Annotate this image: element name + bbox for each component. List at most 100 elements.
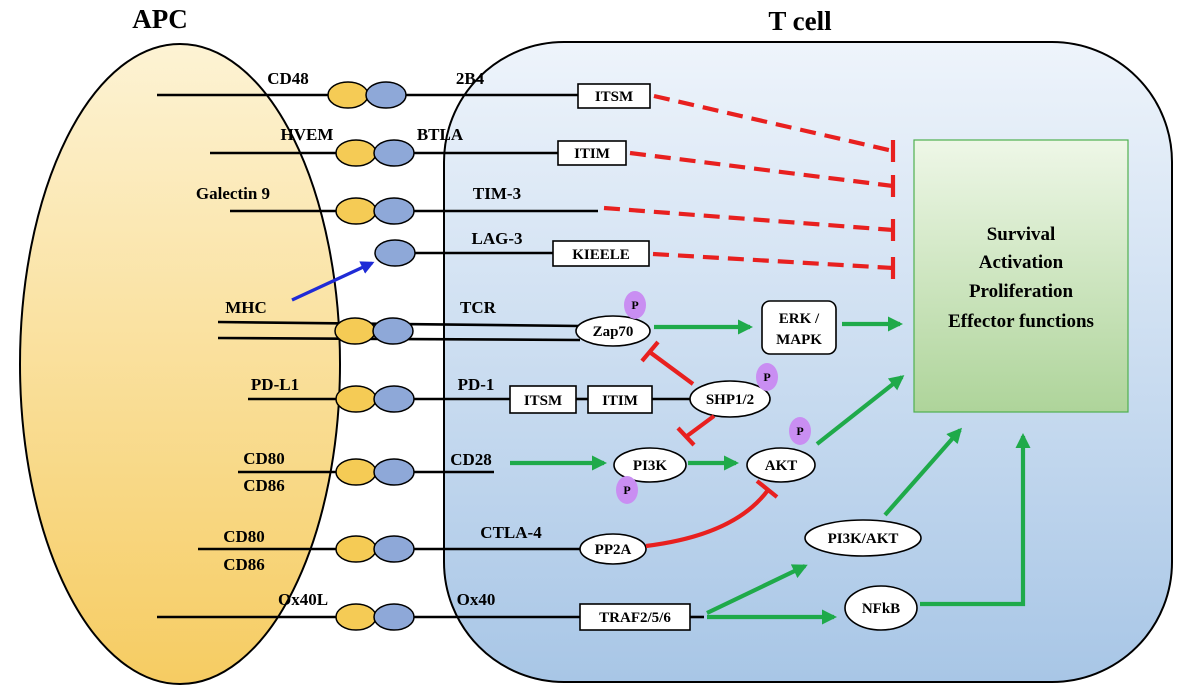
ctla4-receptor bbox=[373, 535, 415, 563]
itim-pd1-label: ITIM bbox=[602, 393, 638, 409]
inhibitory-solid bbox=[640, 340, 779, 549]
binding-pairs bbox=[327, 81, 416, 631]
nfkb-to-outcome bbox=[920, 432, 1031, 607]
itsm-pd1-label: ITSM bbox=[524, 393, 562, 409]
akt-node bbox=[746, 447, 816, 483]
pi3k-akt-label: PI3K/AKT bbox=[828, 531, 899, 547]
inhibitory-dashed bbox=[603, 93, 896, 279]
label-cd48: CD48 bbox=[267, 69, 309, 88]
shp-inhibits-zap70 bbox=[649, 351, 695, 386]
erk-label-line2: MAPK bbox=[776, 332, 822, 348]
outcome-effector: Effector functions bbox=[948, 311, 1094, 332]
inhibit-2b4 bbox=[653, 93, 894, 154]
phospho-pi3k-label: P bbox=[623, 483, 630, 497]
pdl1-ligand bbox=[335, 385, 377, 413]
label-hvem: HVEM bbox=[281, 125, 334, 144]
pd1-receptor bbox=[373, 385, 415, 413]
pi3k-node bbox=[613, 447, 687, 483]
cd80-cd86-ligand bbox=[335, 458, 377, 486]
pp2a-inhibits-akt-bar bbox=[755, 479, 779, 499]
traf-box bbox=[579, 603, 691, 631]
label-lag3: LAG-3 bbox=[472, 229, 523, 248]
shp-inhibits-pi3k bbox=[685, 414, 716, 438]
zap70-label: Zap70 bbox=[593, 324, 634, 340]
akt-label: AKT bbox=[765, 458, 798, 474]
label-cd80-b: CD80 bbox=[223, 527, 265, 546]
pp2a-node bbox=[579, 533, 647, 565]
label-cd28: CD28 bbox=[450, 450, 492, 469]
lag3-receptor bbox=[374, 239, 416, 267]
kieele-label: KIEELE bbox=[572, 247, 630, 263]
shp-inhibits-zap70-bar bbox=[640, 340, 660, 363]
signal-nodes bbox=[575, 315, 922, 631]
hvem-ligand bbox=[335, 139, 377, 167]
motif-boxes bbox=[509, 83, 837, 631]
activating-arrows bbox=[510, 316, 1031, 625]
nfkb-node bbox=[844, 585, 918, 631]
itsm-pd1-box bbox=[509, 385, 577, 414]
mhc-to-lag3-arrow bbox=[291, 261, 375, 302]
nfkb-label: NFkB bbox=[862, 601, 900, 617]
traf-label: TRAF2/5/6 bbox=[599, 610, 671, 626]
kieele-box bbox=[552, 240, 650, 267]
cd28-receptor bbox=[373, 458, 415, 486]
phospho-akt bbox=[789, 417, 811, 445]
outcome-survival: Survival bbox=[987, 224, 1056, 245]
cd48-ligand bbox=[327, 81, 369, 109]
shp-inhibits-pi3k-bar bbox=[676, 426, 696, 447]
itsm-2b4-box bbox=[577, 83, 651, 109]
pi3k-label: PI3K bbox=[633, 458, 668, 474]
outcome-proliferation: Proliferation bbox=[969, 281, 1074, 302]
shp-node bbox=[689, 380, 771, 418]
erk-mapk-box bbox=[761, 300, 837, 355]
itim-btla-label: ITIM bbox=[574, 146, 610, 162]
tim3-receptor bbox=[373, 197, 415, 225]
label-pd1: PD-1 bbox=[458, 375, 495, 394]
phospho-shp bbox=[756, 363, 778, 391]
mhc-ligand bbox=[334, 317, 376, 345]
inhibit-lag3 bbox=[652, 251, 894, 271]
traf-to-pi3k-akt bbox=[706, 564, 808, 615]
pi3k-akt-to-outcome bbox=[883, 427, 963, 517]
phospho-pi3k bbox=[616, 476, 638, 504]
galectin9-ligand bbox=[335, 197, 377, 225]
ox40-receptor bbox=[373, 603, 415, 631]
itsm-2b4-label: ITSM bbox=[595, 89, 633, 105]
label-ctla4: CTLA-4 bbox=[480, 523, 542, 542]
label-tcr: TCR bbox=[460, 298, 497, 317]
apc-cell bbox=[19, 43, 341, 685]
pi3k-akt-node bbox=[804, 519, 922, 557]
inhibit-btla bbox=[629, 150, 894, 189]
apc-title: APC bbox=[132, 4, 188, 34]
shp-label: SHP1/2 bbox=[706, 392, 754, 408]
itim-btla-box bbox=[557, 140, 627, 166]
label-ox40: Ox40 bbox=[457, 590, 496, 609]
ox40l-ligand bbox=[335, 603, 377, 631]
erk-label-line1: ERK / bbox=[779, 311, 820, 327]
outcome-activation: Activation bbox=[979, 252, 1064, 273]
label-cd80-a: CD80 bbox=[243, 449, 285, 468]
tcr-receptor bbox=[372, 317, 414, 345]
label-ox40l: Ox40L bbox=[278, 590, 328, 609]
btla-receptor bbox=[373, 139, 415, 167]
phospho-zap70 bbox=[624, 291, 646, 319]
2b4-receptor bbox=[365, 81, 407, 109]
phospho-zap70-label: P bbox=[631, 298, 638, 312]
label-pdl1: PD-L1 bbox=[251, 375, 299, 394]
label-mhc: MHC bbox=[225, 298, 267, 317]
tcell-title: T cell bbox=[768, 6, 832, 36]
label-2b4: 2B4 bbox=[456, 69, 485, 88]
zap70-node bbox=[575, 315, 651, 347]
pp2a-inhibits-akt bbox=[645, 488, 770, 549]
phospho-shp-label: P bbox=[763, 370, 770, 384]
itim-pd1-box bbox=[587, 385, 653, 414]
cd80-cd86-ligand-2 bbox=[335, 535, 377, 563]
phospho-akt-label: P bbox=[796, 424, 803, 438]
label-cd86-a: CD86 bbox=[243, 476, 285, 495]
label-galectin9: Galectin 9 bbox=[196, 184, 270, 203]
pp2a-label: PP2A bbox=[595, 542, 632, 558]
phospho-badges: P P P P bbox=[616, 291, 811, 504]
akt-to-outcome bbox=[815, 375, 905, 446]
label-cd86-b: CD86 bbox=[223, 555, 265, 574]
